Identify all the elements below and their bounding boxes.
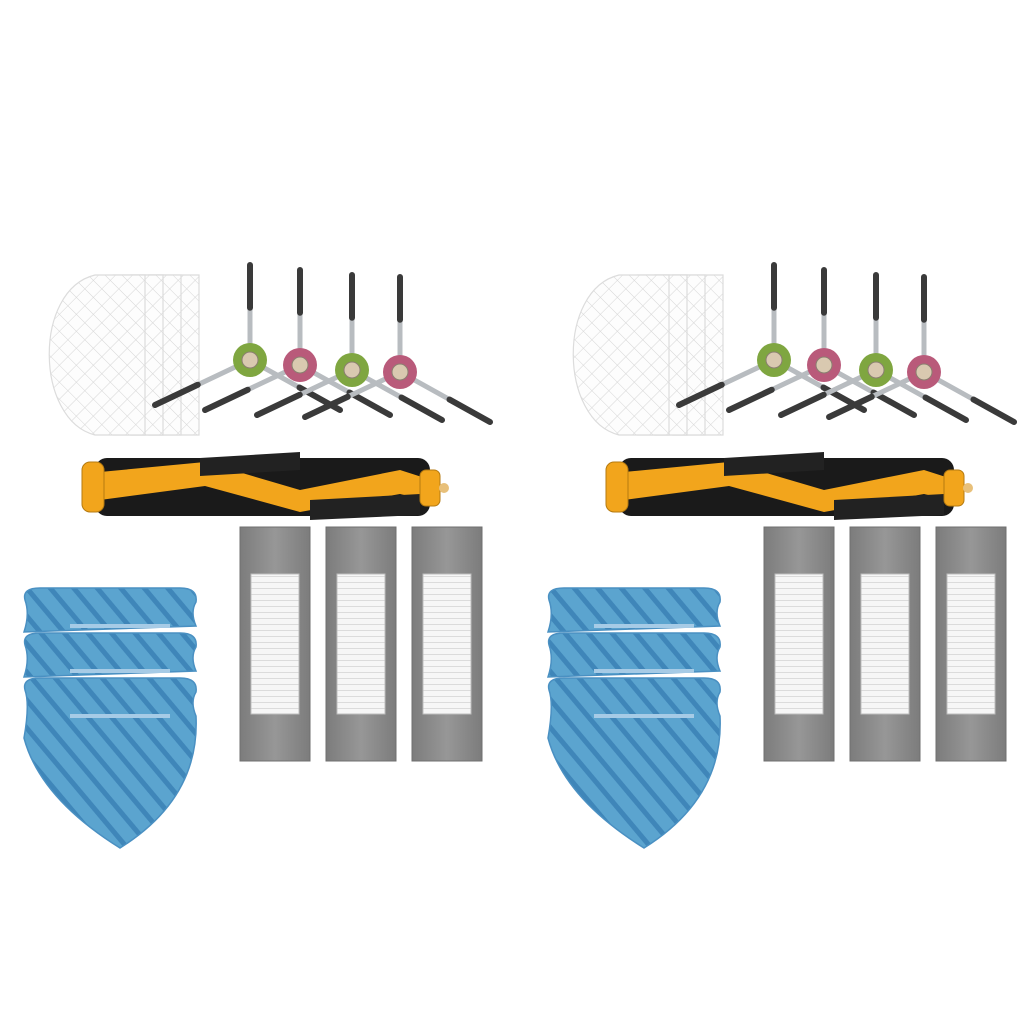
mop-pad [23,677,197,849]
side-brush [202,267,393,418]
hepa-filter [935,526,1007,762]
roller-blade [834,494,944,520]
filter-pleats [946,573,996,715]
brush-bristles [870,389,917,418]
mop-pad-seam [70,669,170,673]
side-brush [778,272,969,423]
hepa-filter [325,526,397,762]
mop-pad-seam [594,714,694,718]
roller-blade [310,494,420,520]
brush-bristles [398,394,445,423]
brush-bristles [970,396,1017,425]
mop-pad [22,587,198,633]
right-kit [546,262,1017,849]
brush-bristles [302,393,351,420]
brush-hub-center [765,351,783,369]
brush-hub-center [241,351,259,369]
mop-pad [22,632,198,678]
brush-hub-center [915,363,933,381]
roller-end-cap [943,469,965,507]
filter-pleats [860,573,910,715]
roller-axle [439,483,449,493]
main-roller-brush [605,452,973,520]
filter-pleats [336,573,386,715]
mop-pad-seam [594,669,694,673]
brush-hub-center [867,361,885,379]
roller-axle [963,483,973,493]
roller-blade [200,452,300,476]
roller-end-cap [81,461,105,513]
roller-blade [724,452,824,476]
mop-pad [547,677,721,849]
main-roller-brush [81,452,449,520]
brush-bristles [346,389,393,418]
brush-bristles [726,386,775,413]
side-brush [302,274,493,425]
hepa-filter [239,526,311,762]
hepa-filter [763,526,835,762]
mop-pad [546,632,722,678]
brush-hub-center [291,356,309,374]
mop-liner [48,274,146,436]
side-brush [254,272,445,423]
hepa-filter [849,526,921,762]
mop-pad-seam [70,624,170,628]
brush-bristles [254,391,303,418]
brush-bristles [922,394,969,423]
filter-pleats [422,573,472,715]
roller-end-cap [419,469,441,507]
brush-hub-center [343,361,361,379]
hepa-filter [411,526,483,762]
left-kit [22,262,493,849]
mop-pad-seam [594,624,694,628]
brush-bristles [202,386,251,413]
side-brush [826,274,1017,425]
mop-pad-seam [70,714,170,718]
brush-bristles [676,381,725,408]
side-brush [726,267,917,418]
brush-bristles [778,391,827,418]
brush-hub-center [815,356,833,374]
filter-pleats [250,573,300,715]
brush-bristles [826,393,875,420]
brush-bristles [152,381,201,408]
brush-hub-center [391,363,409,381]
mop-pad [546,587,722,633]
roller-end-cap [605,461,629,513]
mop-liner [572,274,670,436]
brush-bristles [446,396,493,425]
filter-pleats [774,573,824,715]
